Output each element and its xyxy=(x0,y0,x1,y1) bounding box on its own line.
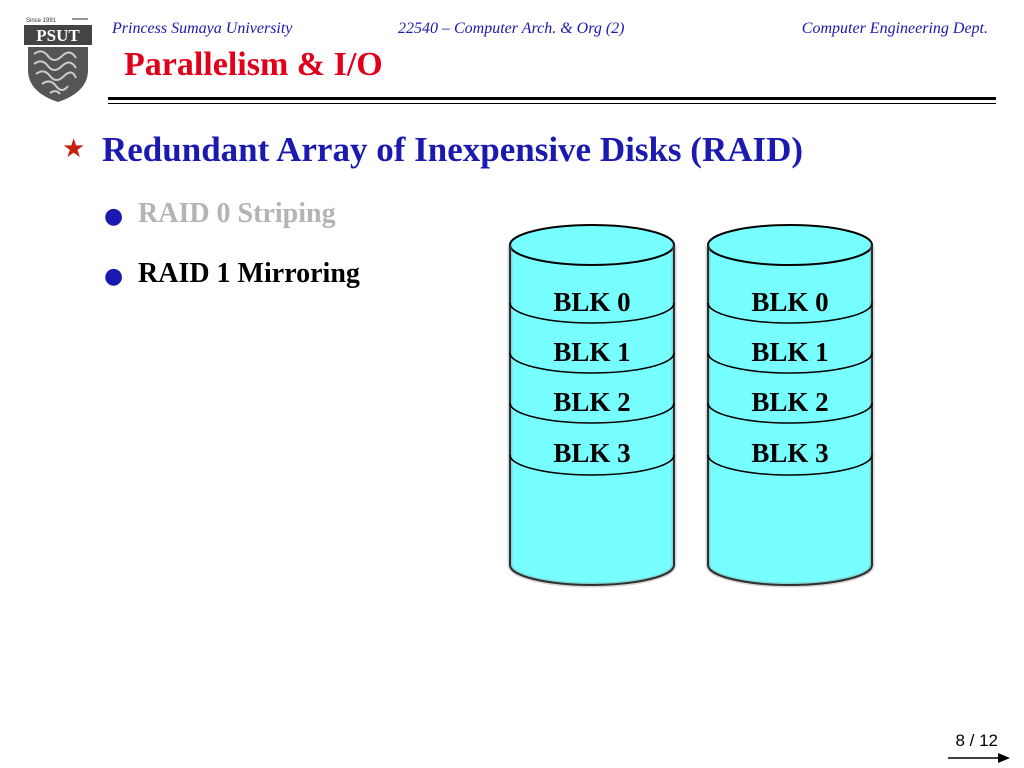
logo-text: PSUT xyxy=(36,26,80,45)
block-label: BLK 0 xyxy=(751,287,828,317)
star-icon: ★ xyxy=(62,134,86,164)
slide-title: Parallelism & I/O xyxy=(124,46,383,83)
bullet-raid0: RAID 0 Striping xyxy=(138,198,336,229)
header-rule-thick xyxy=(108,97,996,100)
header-university: Princess Sumaya University xyxy=(112,20,293,37)
block-label: BLK 1 xyxy=(553,337,630,367)
disk-right: BLK 0 BLK 1 BLK 2 BLK 3 xyxy=(705,224,875,588)
block-label: BLK 3 xyxy=(553,438,630,468)
header-department: Computer Engineering Dept. xyxy=(801,20,988,37)
bullet-dot-icon: ● xyxy=(104,204,124,229)
block-label: BLK 2 xyxy=(751,387,828,417)
header-rule-thin xyxy=(108,103,996,104)
logo-since: Since 1991 xyxy=(26,18,57,24)
block-label: BLK 3 xyxy=(751,438,828,468)
page-number: 8 / 12 xyxy=(955,731,998,750)
next-page-arrow-icon[interactable] xyxy=(948,752,1012,764)
header-course: 22540 – Computer Arch. & Org (2) xyxy=(398,20,625,37)
block-label: BLK 0 xyxy=(553,287,630,317)
slide-heading: Redundant Array of Inexpensive Disks (RA… xyxy=(102,130,804,169)
disk-left: BLK 0 BLK 1 BLK 2 BLK 3 xyxy=(507,224,677,588)
block-label: BLK 2 xyxy=(553,387,630,417)
block-label: BLK 1 xyxy=(751,337,828,367)
bullet-raid1: RAID 1 Mirroring xyxy=(138,258,360,289)
raid1-disk-diagram: BLK 0 BLK 1 BLK 2 BLK 3 BLK 0 BLK 1 BLK … xyxy=(507,224,875,588)
psut-logo: Since 1991 PSUT xyxy=(24,18,92,102)
bullet-dot-icon: ● xyxy=(104,264,124,289)
